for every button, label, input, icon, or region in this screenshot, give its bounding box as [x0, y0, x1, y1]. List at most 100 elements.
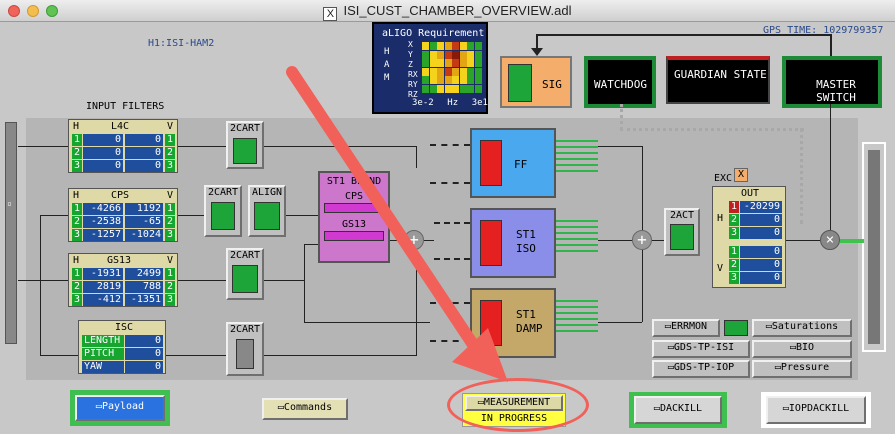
master-switch-label: MASTER SWITCH [816, 78, 856, 104]
heatmap-cell [459, 59, 467, 67]
l4c-table: H L4C V 1 0 0 1 2 0 0 2 3 0 0 3 [68, 119, 178, 173]
window-titlebar: X ISI_CUST_CHAMBER_OVERVIEW.adl [0, 0, 895, 22]
damp-label: ST1 DAMP [516, 308, 543, 335]
commands-button[interactable]: ▭Commands [262, 398, 348, 420]
annotation-arrow-icon [286, 66, 508, 382]
dackill-button[interactable]: ▭DACKILL [634, 396, 722, 424]
wire-ff-v [416, 146, 417, 168]
cps-h1: 1 [72, 203, 82, 215]
damp-outputs [556, 300, 598, 334]
wire-cart3-out [264, 280, 304, 281]
heatmap-cell [452, 50, 459, 59]
gs13-title: GS13 [107, 255, 132, 266]
zoom-window-button[interactable] [46, 5, 58, 17]
master-switch-button[interactable]: MASTER SWITCH [782, 56, 882, 108]
heatmap-cell [459, 67, 467, 76]
right-rail-button[interactable] [862, 142, 886, 352]
st1-blend-button[interactable]: ST1 BLEND CPS GS13 [318, 171, 390, 263]
iopdackill-label: IOPDACKILL [788, 403, 850, 414]
iso-outputs [556, 220, 598, 254]
window-title: ISI_CUST_CHAMBER_OVERVIEW.adl [343, 3, 572, 18]
right-rail-inner [868, 150, 880, 344]
heatmap-cell [422, 84, 429, 93]
heatmap-cell [422, 67, 429, 76]
out-v1: 1 [729, 246, 739, 258]
heatmap-cell [437, 42, 444, 50]
cart1-label: 2CART [229, 123, 261, 134]
window-icon: ▭ [774, 362, 781, 373]
l4c-v3: 3 [165, 160, 175, 172]
gds-tp-iop-button[interactable]: ▭GDS-TP-IOP [652, 360, 750, 378]
guardian-label: GUARDIAN STATE [674, 68, 767, 81]
exc-label: EXC [714, 173, 733, 184]
heatmap-cell [474, 59, 482, 67]
sig-feedback-line-v [536, 34, 538, 52]
blend-gs13-label: GS13 [341, 219, 367, 230]
out-v1-value: 0 [740, 246, 782, 258]
cart4-button[interactable]: 2CART [226, 322, 264, 376]
payload-button[interactable]: ▭Payload [75, 395, 165, 421]
cps-h2: 2 [72, 216, 82, 228]
minimize-window-button[interactable] [27, 5, 39, 17]
heatmap-cell [459, 84, 467, 93]
align-button[interactable]: ALIGN [248, 185, 286, 237]
out-table: OUT H V 1 -20299 2 0 3 0 1 0 2 0 3 0 [712, 186, 786, 288]
cps-v1: 1 [165, 203, 175, 215]
pressure-label: Pressure [780, 362, 830, 373]
wire-isc-out [166, 355, 228, 356]
pressure-button[interactable]: ▭Pressure [752, 360, 852, 378]
wire-l4c [18, 146, 68, 147]
l4c-h3-value: 0 [83, 160, 123, 172]
l4c-v3-value: 0 [125, 160, 163, 172]
st1-damp-button[interactable]: ST1 DAMP [470, 288, 556, 358]
cps-v3: 3 [165, 229, 175, 241]
sig-arrow-icon [531, 48, 543, 56]
cps-h3-value: -1257 [83, 229, 123, 241]
blend-gs13-bar [324, 231, 384, 241]
act-button[interactable]: 2ACT [664, 208, 700, 256]
left-rail-button[interactable]: ▫ [5, 122, 17, 344]
cart1-button[interactable]: 2CART [226, 121, 264, 169]
x-window-icon: X [323, 7, 338, 21]
cart2-button[interactable]: 2CART [204, 185, 242, 237]
guardian-state-button[interactable]: GUARDIAN STATE [666, 56, 770, 104]
isc-length-value: 0 [125, 335, 163, 347]
iopdackill-button[interactable]: ▭IOPDACKILL [766, 396, 866, 424]
ff-button[interactable]: FF [470, 128, 556, 198]
errmon-button[interactable]: ▭ERRMON [652, 319, 720, 337]
master-feedback-line [536, 34, 832, 36]
matrix-icon [670, 224, 694, 250]
gs13-v2: 2 [165, 281, 175, 293]
iso-bars-icon [480, 220, 502, 266]
blend-title: ST1 BLEND [326, 176, 382, 187]
errmon-label: ERRMON [670, 321, 708, 332]
heatmap-cell [459, 76, 467, 84]
heatmap-cell [459, 50, 467, 59]
st1-iso-button[interactable]: ST1 ISO [470, 208, 556, 278]
sig-button[interactable]: SIG [500, 56, 572, 108]
heatmap-cell [467, 76, 474, 84]
bio-button[interactable]: ▭BIO [752, 340, 852, 358]
ff-bars-icon [480, 140, 502, 186]
errmon-indicator [724, 320, 748, 336]
cart2-label: 2CART [207, 187, 239, 198]
cart3-button[interactable]: 2CART [226, 248, 264, 300]
payload-label: Payload [101, 401, 145, 412]
commands-label: Commands [283, 402, 333, 413]
l4c-h1: 1 [72, 134, 82, 146]
close-window-button[interactable] [8, 5, 20, 17]
exc-x-button[interactable]: X [734, 168, 748, 182]
cps-v: V [167, 190, 174, 201]
heatmap-cell [422, 50, 429, 59]
heatmap-cell [429, 67, 437, 76]
cart4-label: 2CART [229, 324, 261, 335]
heatmap-cell [452, 76, 459, 84]
requirement-heatmap [422, 42, 484, 94]
sig-bars-icon [508, 64, 532, 102]
gs13-table: H GS13 V 1 -1931 2499 1 2 2819 788 2 3 -… [68, 253, 178, 307]
cps-h1-value: -4266 [83, 203, 123, 215]
gds-tp-isi-button[interactable]: ▭GDS-TP-ISI [652, 340, 750, 358]
saturations-button[interactable]: ▭Saturations [752, 319, 852, 337]
saturations-label: Saturations [771, 321, 839, 332]
